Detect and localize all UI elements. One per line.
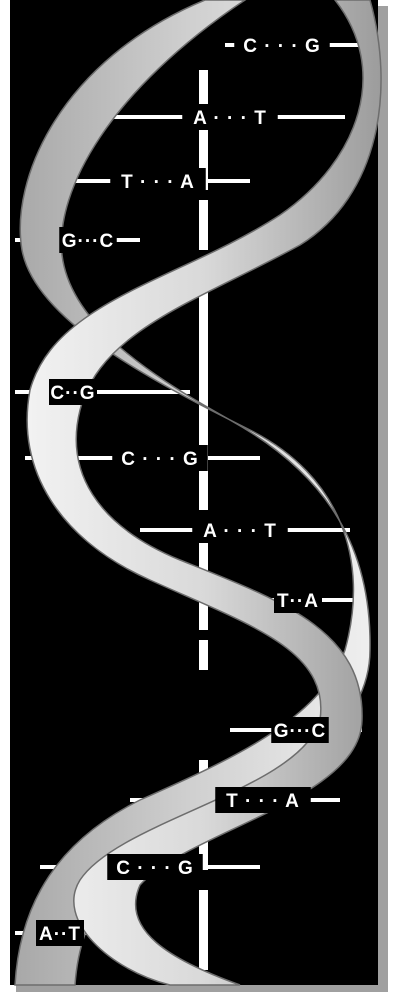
base-pair-label: G···C (62, 231, 114, 252)
base-pair-label: C··G (50, 383, 95, 404)
base-pair-label: G···C (274, 721, 326, 742)
base-pair-label: A··T (39, 924, 81, 945)
base-pair-label: A · · · T (203, 521, 277, 542)
base-pair-label: C · · · G (121, 449, 199, 470)
base-pair-label: C · · · G (116, 858, 194, 879)
base-pair-label: T··A (277, 591, 319, 612)
base-pair-label: T · · · A (226, 791, 300, 812)
base-pair-label: A · · · T (193, 108, 267, 129)
base-pair-label: T · · · A (121, 172, 195, 193)
base-pair-label: C · · · G (243, 36, 321, 57)
